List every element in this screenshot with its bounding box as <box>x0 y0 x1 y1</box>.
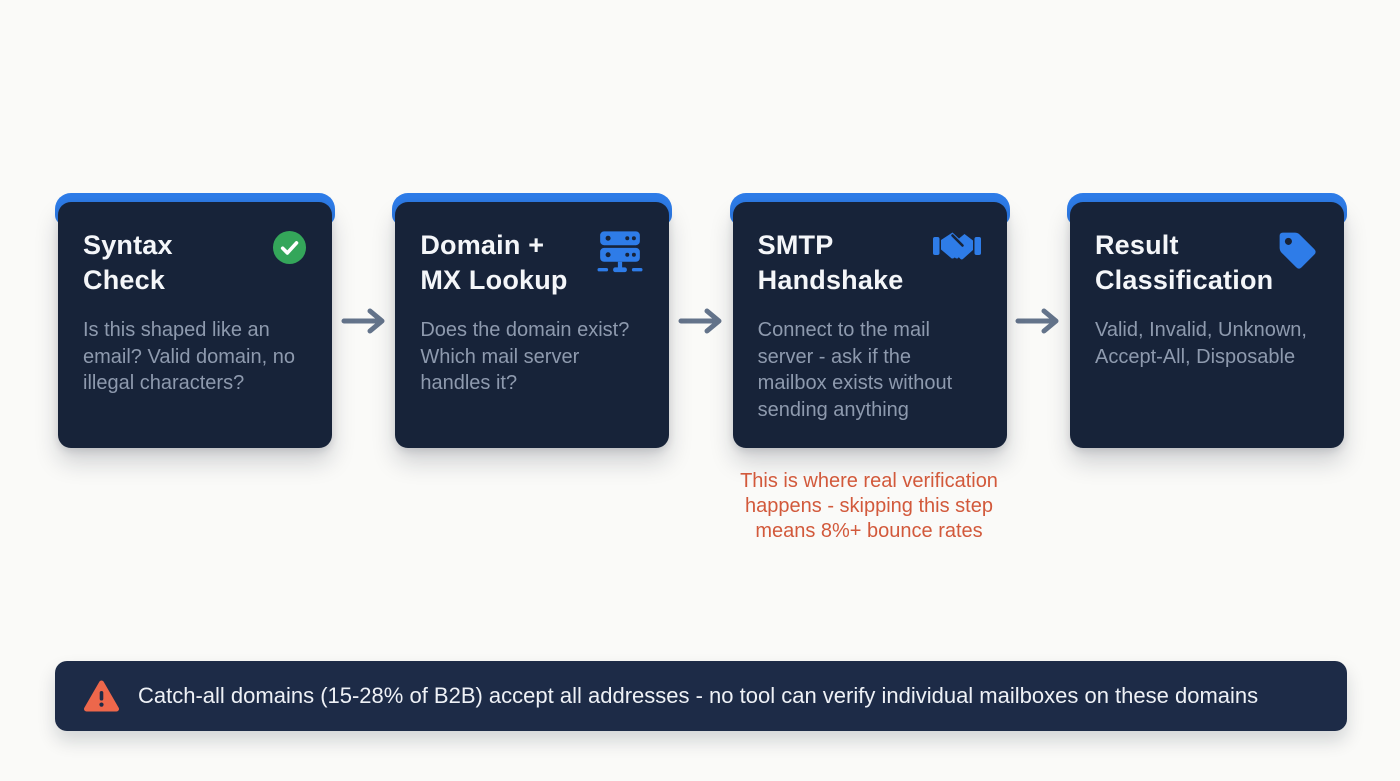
verification-flow-diagram: Syntax Check Is this shaped like an emai… <box>55 193 1347 448</box>
flow-arrow-icon <box>1010 193 1067 448</box>
step-title: Domain + MX Lookup <box>420 230 568 296</box>
step-title: SMTP Handshake <box>757 230 904 296</box>
step-description: Does the domain exist? Which mail server… <box>420 319 630 395</box>
tag-icon <box>1277 230 1319 277</box>
check-circle-icon <box>272 230 307 270</box>
catch-all-warning-banner: Catch-all domains (15-28% of B2B) accept… <box>55 661 1347 731</box>
handshake-icon <box>932 230 982 268</box>
flow-arrow-icon <box>672 193 729 448</box>
step-title: Result Classification <box>1094 230 1274 296</box>
step-card-smtp-handshake: SMTP Handshake Connect to the mail serve… <box>729 193 1010 448</box>
step-description: Valid, Invalid, Unknown, Accept-All, Dis… <box>1094 319 1307 368</box>
step-card-domain-mx-lookup: Domain + MX Lookup <box>392 193 673 448</box>
server-icon <box>596 230 644 280</box>
banner-text: Catch-all domains (15-28% of B2B) accept… <box>138 683 1259 708</box>
step-description: Is this shaped like an email? Valid doma… <box>83 319 295 395</box>
step-description: Connect to the mail server - ask if the … <box>757 319 953 421</box>
warning-icon <box>83 680 120 713</box>
smtp-step-annotation: This is where real verification happens … <box>740 470 998 543</box>
step-card-syntax-check: Syntax Check Is this shaped like an emai… <box>55 193 335 448</box>
step-title: Syntax Check <box>83 230 173 296</box>
step-card-result-classification: Result Classification Valid, Invalid, Un… <box>1066 193 1347 448</box>
flow-arrow-icon <box>335 193 392 448</box>
